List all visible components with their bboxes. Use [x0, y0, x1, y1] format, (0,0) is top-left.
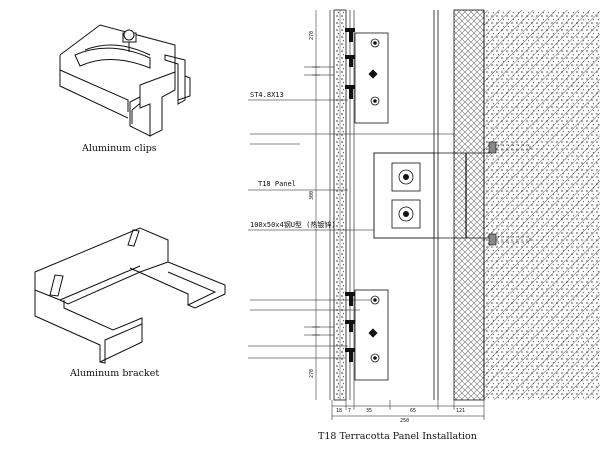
panel-callout: T18 Panel: [258, 180, 296, 188]
callout-leaders: [248, 99, 374, 359]
dim-65: 65: [410, 408, 417, 414]
steel-callout: 100x50x4钢U型 (热镀锌): [250, 221, 336, 229]
dim-18: 18: [336, 408, 343, 414]
aluminum-bracket-drawing: [34, 227, 226, 364]
upper-bracket-plate: [354, 32, 389, 124]
dim-7: 7: [348, 408, 352, 414]
dim-vertical-mid: 300: [309, 190, 315, 200]
main-caption: T18 Terracotta Panel Installation: [318, 431, 477, 442]
insulation-layer: [453, 9, 485, 401]
bracket-caption: Aluminum bracket: [69, 368, 159, 379]
concrete-aggregate: [484, 10, 600, 400]
aluminum-clip-drawing: [59, 24, 191, 137]
screw-callout: ST4.8X13: [250, 91, 284, 99]
clip-caption: Aluminum clips: [81, 143, 157, 154]
dim-35: 35: [366, 408, 373, 414]
dim-250: 250: [400, 418, 410, 424]
dim-vertical-bot: 270: [309, 368, 315, 378]
dim-vertical-top: 270: [309, 30, 315, 40]
dim-121: 121: [456, 408, 466, 414]
wall-section: [250, 9, 600, 401]
dimension-lines: [304, 10, 485, 420]
